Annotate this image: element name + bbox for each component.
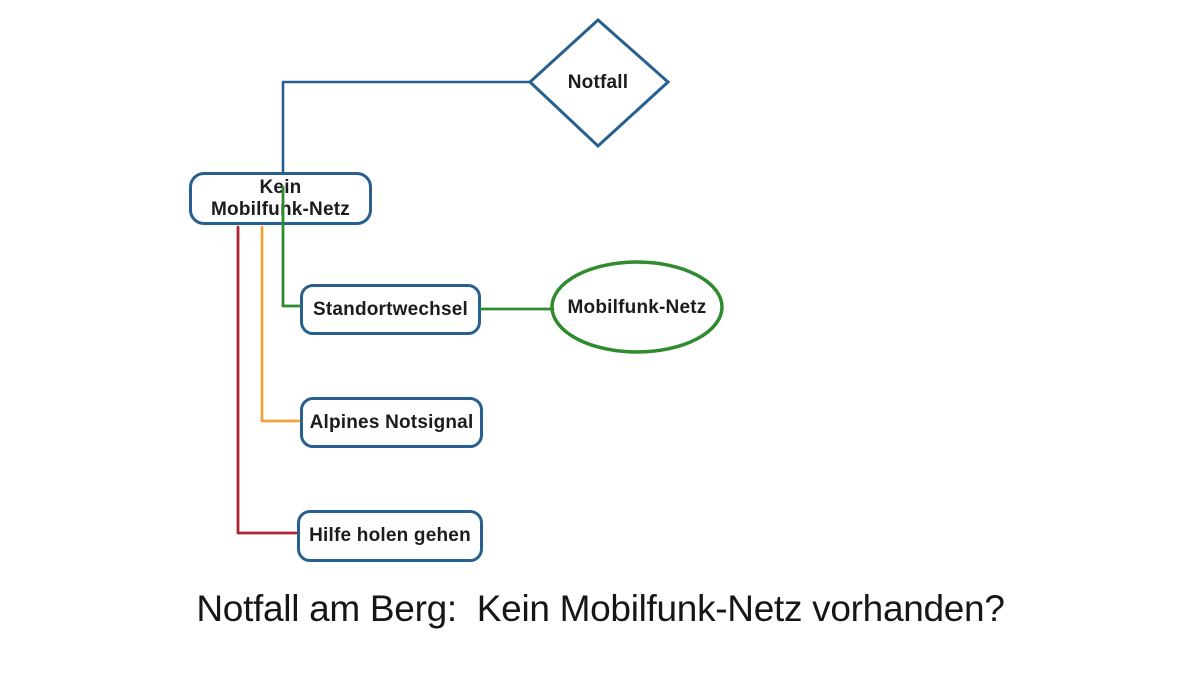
kein-mobilfunk-netz-node: Kein Mobilfunk-Netz: [189, 172, 372, 225]
edge-notfall-to-kein-netz: [281, 80, 533, 173]
notfall-node-label: Notfall: [567, 72, 629, 93]
mobilfunk-netz-node-label: Mobilfunk-Netz: [567, 297, 707, 318]
kein-netz-label-line1: Kein: [259, 176, 302, 198]
edge-kein-netz-to-hilfe-holen: [236, 225, 298, 535]
standortwechsel-node-label: Standortwechsel: [312, 298, 469, 320]
hilfe-holen-gehen-node: Hilfe holen gehen: [297, 510, 483, 562]
hilfe-holen-gehen-node-label: Hilfe holen gehen: [309, 525, 471, 546]
alpines-notsignal-node-label: Alpines Notsignal: [309, 411, 474, 433]
standortwechsel-node: Standortwechsel: [300, 284, 481, 335]
edge-kein-netz-to-alpines-notsignal: [260, 225, 301, 423]
diagram-caption: Notfall am Berg: Kein Mobilfunk-Netz vor…: [196, 588, 1005, 629]
alpines-notsignal-node: Alpines Notsignal: [300, 397, 483, 448]
kein-netz-label-line2: Mobilfunk-Netz: [211, 198, 350, 220]
kein-mobilfunk-netz-node-label: Kein Mobilfunk-Netz: [211, 177, 350, 221]
